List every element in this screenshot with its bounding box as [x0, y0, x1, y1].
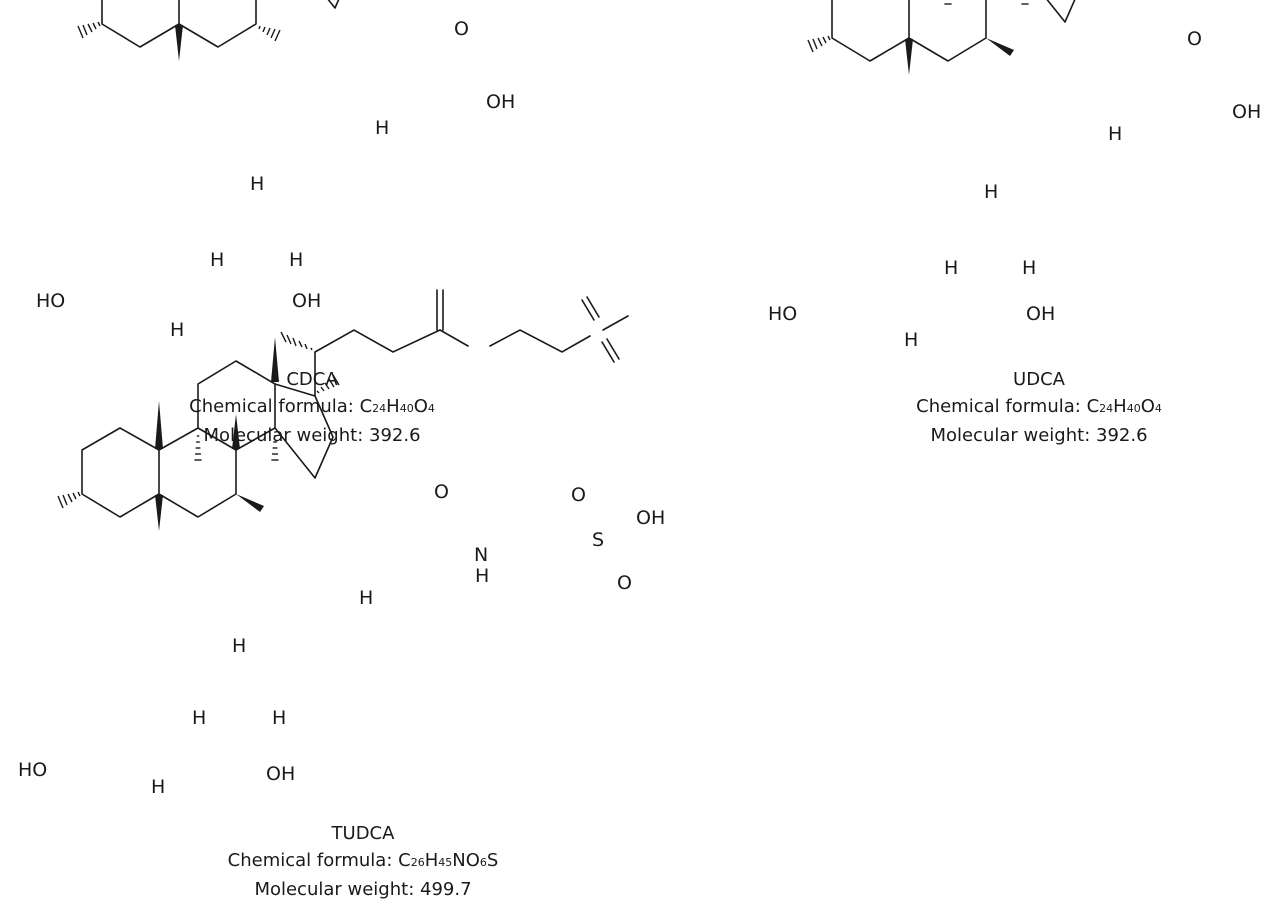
udca-name: UDCA — [1013, 369, 1065, 390]
tudca-oh7-label: OH — [266, 763, 295, 785]
tudca-structure — [57, 289, 629, 532]
cdca-caption: CDCA Chemical formula: C24H40O4 Molecula… — [102, 366, 522, 449]
udca-h5-label: H — [904, 329, 918, 351]
tudca-n-label: N — [474, 544, 488, 566]
tudca-weight-line: Molecular weight: 499.7 — [254, 879, 472, 900]
udca-h8-label: H — [984, 181, 998, 203]
cdca-weight: 392.6 — [369, 425, 421, 446]
formula-count: 6 — [479, 856, 487, 869]
formula-element: H — [1113, 396, 1127, 417]
cdca-h5-label: H — [170, 319, 184, 341]
udca-weight: 392.6 — [1096, 425, 1148, 446]
udca-structure — [807, 0, 1090, 76]
cdca-formula-line: Chemical formula: C24H40O4 — [189, 396, 435, 417]
formula-element: O — [465, 850, 480, 871]
cdca-carbonyl-o-label: O — [454, 18, 469, 40]
tudca-h17-label: H — [359, 587, 373, 609]
formula-count: 26 — [410, 856, 425, 869]
tudca-carbonyl-o-label: O — [434, 481, 449, 503]
tudca-sulfonic-oh-label: OH — [636, 507, 665, 529]
cdca-ho3-label: HO — [36, 290, 65, 312]
tudca-caption: TUDCA Chemical formula: C26H45NO6S Molec… — [153, 820, 573, 903]
tudca-nh-label: H — [475, 565, 489, 587]
cdca-formula: C24H40O4 — [360, 396, 435, 417]
tudca-h9-label: H — [192, 707, 206, 729]
formula-element: O — [1140, 396, 1155, 417]
cdca-acid-oh-label: OH — [486, 91, 515, 113]
formula-count: 45 — [438, 856, 453, 869]
formula-element: N — [452, 850, 466, 871]
cdca-structure — [77, 0, 360, 62]
tudca-h5-label: H — [151, 776, 165, 798]
formula-element: H — [424, 850, 439, 871]
formula-element: O — [413, 396, 428, 417]
udca-carbonyl-o-label: O — [1187, 28, 1202, 50]
udca-formula: C24H40O4 — [1087, 396, 1162, 417]
tudca-h8-label: H — [232, 635, 246, 657]
formula-element: C — [359, 396, 373, 417]
tudca-s-label: S — [592, 529, 604, 551]
tudca-sulfonyl-o2-label: O — [617, 572, 632, 594]
tudca-formula: C26H45NO6S — [398, 850, 498, 871]
formula-element: H — [386, 396, 400, 417]
udca-acid-oh-label: OH — [1232, 101, 1261, 123]
cdca-oh7-label: OH — [292, 290, 321, 312]
tudca-name: TUDCA — [331, 823, 395, 844]
tudca-h14-label: H — [272, 707, 286, 729]
tudca-ho3-label: HO — [18, 759, 47, 781]
udca-oh7-label: OH — [1026, 303, 1055, 325]
formula-count: 4 — [1154, 402, 1162, 415]
udca-h14-label: H — [1022, 257, 1036, 279]
formula-count: 4 — [427, 402, 435, 415]
cdca-h9-label: H — [210, 249, 224, 271]
cdca-name: CDCA — [286, 369, 338, 390]
tudca-formula-line: Chemical formula: C26H45NO6S — [227, 850, 499, 871]
formula-count: 24 — [372, 402, 387, 415]
udca-weight-line: Molecular weight: 392.6 — [930, 425, 1148, 446]
cdca-weight-line: Molecular weight: 392.6 — [203, 425, 421, 446]
tudca-weight: 499.7 — [420, 879, 472, 900]
cdca-h17-label: H — [375, 117, 389, 139]
tudca-sulfonyl-o1-label: O — [571, 484, 586, 506]
udca-caption: UDCA Chemical formula: C24H40O4 Molecula… — [829, 366, 1249, 449]
udca-h9-label: H — [944, 257, 958, 279]
udca-h17-label: H — [1108, 123, 1122, 145]
formula-count: 40 — [399, 402, 414, 415]
udca-formula-line: Chemical formula: C24H40O4 — [916, 396, 1162, 417]
formula-element: C — [1086, 396, 1100, 417]
formula-element: C — [398, 850, 411, 871]
formula-count: 24 — [1099, 402, 1114, 415]
cdca-h8-label: H — [250, 173, 264, 195]
formula-element: S — [486, 850, 499, 871]
cdca-h14-label: H — [289, 249, 303, 271]
udca-ho3-label: HO — [768, 303, 797, 325]
formula-count: 40 — [1126, 402, 1141, 415]
